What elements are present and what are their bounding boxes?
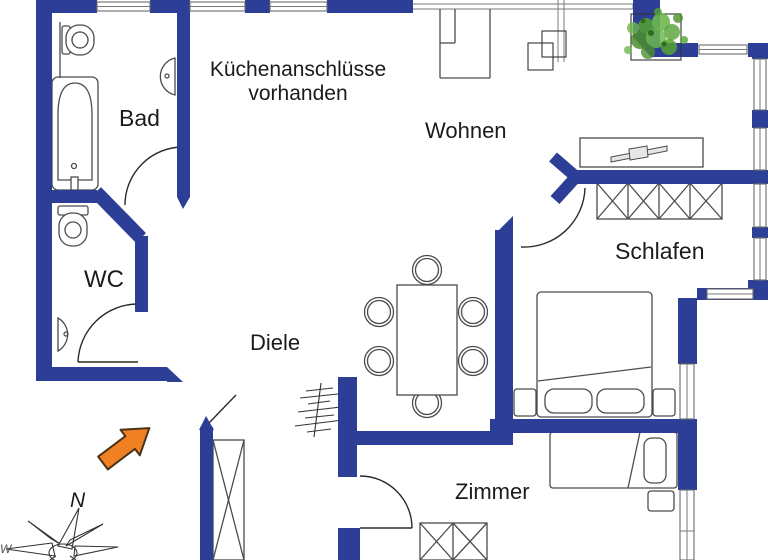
compass-north-label: N bbox=[70, 489, 86, 512]
hand-basin-bad bbox=[159, 57, 176, 96]
kitchen-note-line2: vorhanden bbox=[248, 82, 348, 106]
glass-front bbox=[411, 0, 634, 62]
coat-rack bbox=[294, 382, 344, 438]
nightstand-left bbox=[513, 388, 537, 417]
wardrobe-hall bbox=[212, 439, 245, 560]
wall-zimmer-stub bbox=[338, 528, 360, 560]
side-table-zimmer bbox=[647, 490, 675, 512]
dining-table bbox=[396, 284, 458, 396]
wardrobe-schlafen bbox=[596, 182, 723, 220]
door-swing-zimmer bbox=[359, 475, 413, 529]
wall-top-3 bbox=[245, 0, 270, 13]
wall-bottom-left bbox=[36, 367, 167, 381]
dining-chairs bbox=[363, 254, 489, 419]
entrance-door-leaf bbox=[207, 394, 237, 425]
windows bbox=[96, 1, 767, 560]
wall-diele-schlafen bbox=[495, 230, 513, 431]
wall-top-2 bbox=[150, 0, 190, 13]
single-bed bbox=[549, 431, 678, 489]
room-label-zimmer: Zimmer bbox=[455, 479, 530, 504]
wall-schlafen-zimmer bbox=[490, 419, 697, 433]
wall-top-4 bbox=[327, 0, 413, 13]
door-swing-wc bbox=[77, 303, 139, 363]
wall-bad-wc bbox=[36, 190, 97, 203]
wall-diele-horiz bbox=[357, 431, 498, 445]
double-bed bbox=[536, 291, 653, 418]
room-label-schlafen: Schlafen bbox=[615, 238, 705, 264]
kitchen-note: Küchenanschlüsse vorhanden bbox=[200, 58, 396, 106]
toilet-bad bbox=[59, 22, 95, 78]
wardrobe-zimmer bbox=[419, 522, 488, 560]
bathtub bbox=[51, 76, 99, 191]
wall-diele-vert bbox=[338, 377, 357, 477]
door-swing-bad bbox=[124, 146, 184, 206]
room-label-wohnen: Wohnen bbox=[425, 118, 507, 143]
wall-wohnen-schlafen bbox=[573, 170, 768, 184]
door-swing-schlafen bbox=[520, 187, 586, 248]
wall-wc-right bbox=[135, 236, 148, 312]
room-label-bad: Bad bbox=[119, 105, 160, 131]
compass-rose bbox=[5, 507, 119, 560]
room-label-diele: Diele bbox=[250, 330, 301, 355]
wall-top-1 bbox=[36, 0, 97, 13]
entrance-arrow bbox=[97, 427, 151, 471]
compass-west-label: W bbox=[0, 542, 12, 556]
kitchen-counter bbox=[439, 9, 491, 79]
wall-schlafen-right bbox=[678, 298, 697, 364]
kitchen-note-line1: Küchenanschlüsse bbox=[209, 58, 387, 81]
wall-bad-kitchen bbox=[177, 13, 190, 197]
wall-diagonal-wc bbox=[90, 187, 147, 243]
room-label-wc: WC bbox=[84, 266, 124, 293]
nightstand-right bbox=[652, 388, 676, 417]
wall-zimmer-right bbox=[678, 419, 697, 490]
wall-entry bbox=[200, 427, 213, 560]
wall-right-col bbox=[752, 43, 768, 59]
walls bbox=[36, 0, 768, 560]
hand-basin-wc bbox=[57, 316, 69, 353]
sideboard bbox=[579, 137, 704, 168]
toilet-wc bbox=[57, 205, 89, 247]
plant bbox=[624, 8, 688, 61]
side-tables bbox=[527, 30, 567, 71]
